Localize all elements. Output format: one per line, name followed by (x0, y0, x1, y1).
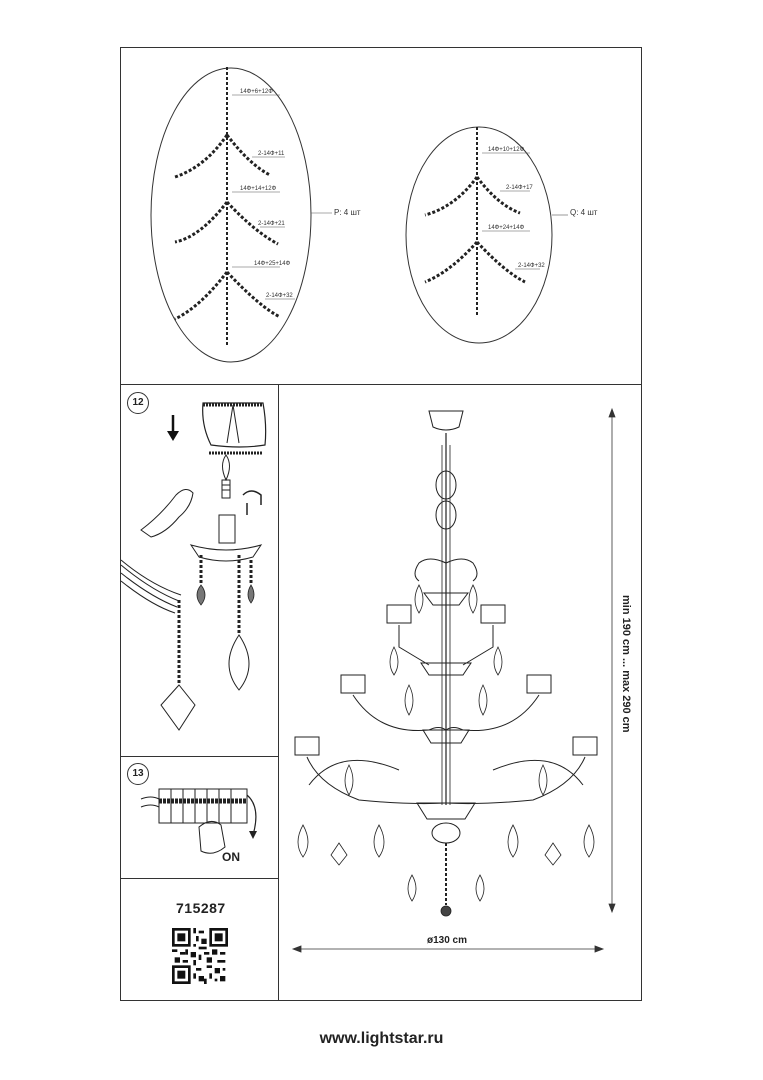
strand-q-label-1: 14Ф+10+12Ф (488, 147, 525, 153)
product-code: 715287 (176, 900, 226, 916)
divider-step13 (120, 756, 278, 757)
strand-p-label-4: 2-14Ф+21 (258, 221, 285, 227)
strand-q-ellipse (405, 126, 553, 344)
switch-on-label: ON (222, 850, 240, 864)
strand-p-caption: P: 4 шт (334, 208, 361, 217)
step-12-badge: 12 (127, 392, 149, 414)
instruction-sheet-frame (120, 47, 642, 1001)
hand-icon (140, 489, 194, 538)
qr-code-icon (172, 928, 228, 984)
strand-q-label-3: 14Ф+24+14Ф (488, 225, 525, 231)
website-url[interactable]: www.lightstar.ru (319, 1030, 444, 1047)
strand-q-caption: Q: 4 шт (570, 208, 598, 217)
strand-p-label-3: 14Ф+14+12Ф (240, 186, 277, 192)
chandelier-drawing: min 190 cm ... max 290 cm ø130 cm (291, 407, 632, 953)
strand-p-beads (174, 67, 281, 347)
step-12-illustration (121, 402, 267, 731)
height-dimension-label: min 190 cm ... max 290 cm (620, 595, 632, 733)
terminal-block-illustration (140, 788, 257, 854)
strand-q-label-4: 2-14Ф+32 (518, 263, 545, 269)
strand-p-label-1: 14Ф+6+12Ф (240, 89, 273, 95)
chandelier-body (294, 410, 598, 905)
diameter-dimension-line (291, 945, 605, 953)
strand-p-label-6: 2-14Ф+32 (266, 293, 293, 299)
crystal-drops-icon (160, 555, 255, 731)
clip-icon (242, 490, 262, 505)
divider-middle (278, 384, 279, 1001)
strand-q-beads (424, 127, 526, 317)
hand-icon (198, 821, 226, 854)
height-dimension-line (608, 407, 616, 914)
lamp-shade-icon (202, 402, 267, 455)
divider-top (120, 384, 642, 385)
candle-bulb-icon (221, 454, 231, 499)
rotate-arrow-icon (246, 794, 257, 836)
crystal-drops (297, 584, 595, 917)
divider-code (120, 878, 278, 879)
arrow-down-icon (167, 415, 179, 441)
crystal-strand-diagram: 14Ф+6+12Ф 2-14Ф+11 14Ф+14+12Ф 2-14Ф+21 1… (150, 67, 598, 363)
strand-p-label-5: 14Ф+25+14Ф (254, 261, 291, 267)
strand-p-label-2: 2-14Ф+11 (258, 151, 285, 157)
strand-q-label-2: 2-14Ф+17 (506, 185, 533, 191)
terminal-block-icon (140, 788, 248, 824)
candle-socket-icon (121, 514, 263, 614)
step-13-badge: 13 (127, 763, 149, 785)
strand-p-ellipse (150, 67, 312, 363)
diameter-dimension-label: ø130 cm (427, 935, 467, 946)
